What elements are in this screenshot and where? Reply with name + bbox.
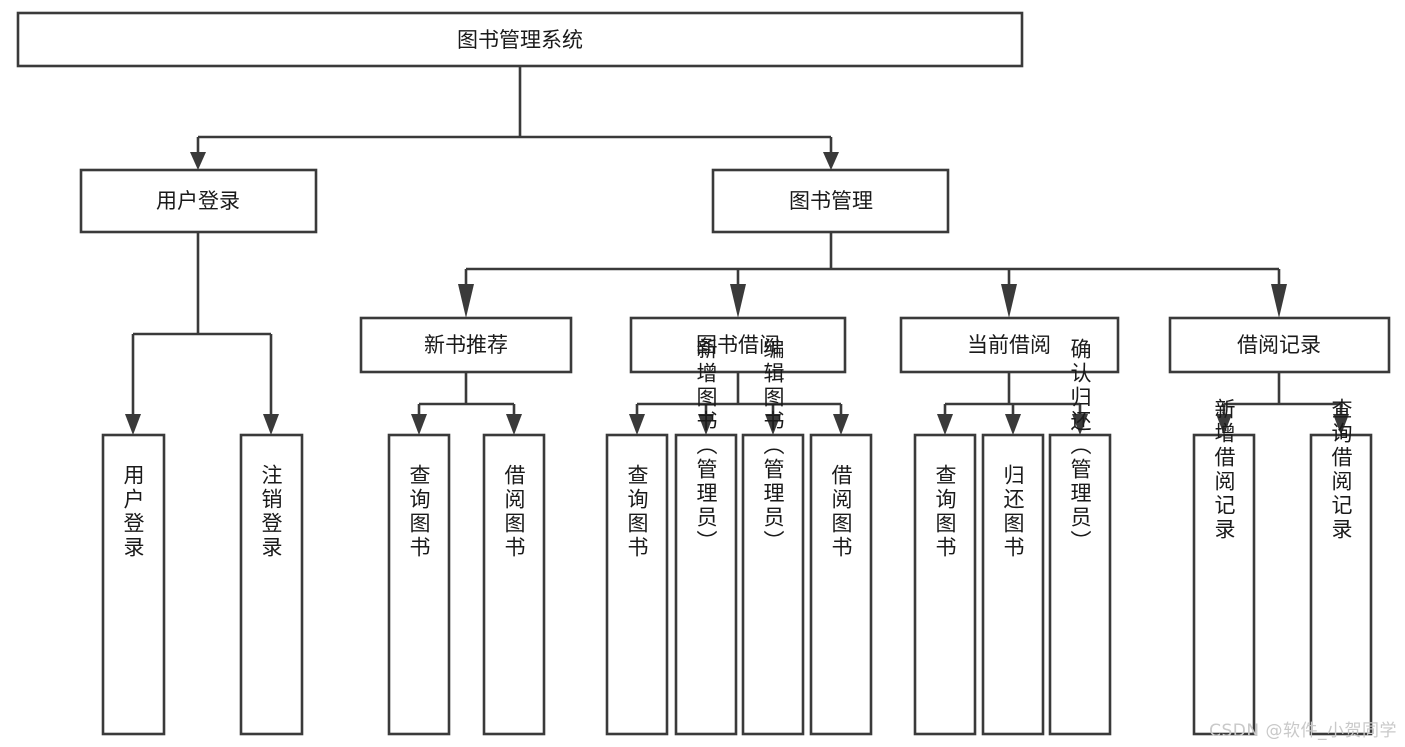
leaf-query-book-1[interactable]: 查询图书 [387, 433, 451, 736]
leaf-return-book-box[interactable] [981, 433, 1045, 736]
arrow-to-book-manage [823, 152, 839, 170]
arrow-to-book-borrow [730, 284, 746, 318]
arrow-to-leaf-confirm-return [1072, 414, 1088, 435]
csdn-watermark: CSDN @软件_小贺同学 [1209, 721, 1397, 741]
leaf-query-record[interactable]: 查询借阅记录 [1309, 398, 1373, 736]
leaf-confirm-return[interactable]: 确认归还（管理员） [1048, 338, 1112, 736]
arrow-to-borrow-record [1271, 284, 1287, 318]
node-root[interactable]: 图书管理系统 [16, 11, 1024, 68]
leaf-query-book-1-box[interactable] [387, 433, 451, 736]
leaf-logout-box[interactable] [239, 433, 304, 736]
leaf-confirm-return-box[interactable] [1048, 433, 1112, 736]
node-user-login-label: 用户登录 [156, 189, 240, 213]
node-new-book-recommend[interactable]: 新书推荐 [359, 316, 573, 374]
leaf-edit-book-box[interactable] [741, 433, 805, 736]
node-user-login-box[interactable] [79, 168, 318, 234]
leaf-return-book-label: 归还图书 [1001, 464, 1025, 560]
node-borrow-record-box[interactable] [1168, 316, 1391, 374]
leaf-add-record-box[interactable] [1192, 433, 1256, 736]
node-book-manage[interactable]: 图书管理 [711, 168, 950, 234]
leaf-query-book-3-label: 查询图书 [933, 464, 957, 560]
arrow-to-leaf-borrow-book-1 [506, 414, 522, 435]
leaf-query-book-1-label: 查询图书 [407, 464, 431, 560]
node-current-borrow[interactable]: 当前借阅 [899, 316, 1120, 374]
leaf-edit-book[interactable]: 编辑图书（管理员） [741, 338, 805, 736]
arrow-to-leaf-user-login [125, 414, 141, 435]
node-book-manage-box[interactable] [711, 168, 950, 234]
leaf-query-book-3-box[interactable] [913, 433, 977, 736]
leaf-user-login-label: 用户登录 [121, 464, 145, 560]
leaf-borrow-book-2[interactable]: 借阅图书 [809, 433, 873, 736]
arrow-to-leaf-logout [263, 414, 279, 435]
arrow-to-leaf-add-book [698, 414, 714, 435]
arrow-to-user-login [190, 152, 206, 170]
node-current-borrow-label: 当前借阅 [967, 333, 1051, 357]
leaf-borrow-book-2-box[interactable] [809, 433, 873, 736]
leaf-add-book-label: 新增图书（管理员） [694, 338, 718, 554]
node-book-manage-label: 图书管理 [789, 189, 873, 213]
leaf-query-book-2[interactable]: 查询图书 [605, 433, 669, 736]
node-user-login[interactable]: 用户登录 [79, 168, 318, 234]
arrow-to-leaf-edit-book [765, 414, 781, 435]
connector-layer [125, 66, 1349, 435]
arrow-to-leaf-query-book-1 [411, 414, 427, 435]
arrow-to-leaf-query-book-3 [937, 414, 953, 435]
node-book-borrow-box[interactable] [629, 316, 847, 374]
leaf-query-record-label: 查询借阅记录 [1329, 398, 1353, 542]
node-book-borrow-label: 图书借阅 [696, 333, 780, 357]
leaf-query-book-2-box[interactable] [605, 433, 669, 736]
leaf-add-record[interactable]: 新增借阅记录 [1192, 398, 1256, 736]
node-root-label: 图书管理系统 [457, 28, 583, 52]
arrow-to-leaf-query-book-2 [629, 414, 645, 435]
leaf-user-login[interactable]: 用户登录 [101, 433, 166, 736]
leaf-borrow-book-1-box[interactable] [482, 433, 546, 736]
leaf-logout[interactable]: 注销登录 [239, 433, 304, 736]
leaf-user-login-box[interactable] [101, 433, 166, 736]
leaf-query-record-box[interactable] [1309, 433, 1373, 736]
arrow-to-leaf-query-record [1333, 414, 1349, 435]
arrow-to-current-borrow [1001, 284, 1017, 318]
node-borrow-record-label: 借阅记录 [1237, 333, 1321, 357]
leaf-return-book[interactable]: 归还图书 [981, 433, 1045, 736]
leaf-add-book[interactable]: 新增图书（管理员） [674, 338, 738, 736]
leaf-query-book-2-label: 查询图书 [625, 464, 649, 560]
leaf-add-record-label: 新增借阅记录 [1212, 398, 1236, 542]
node-borrow-record[interactable]: 借阅记录 [1168, 316, 1391, 374]
node-new-book-recommend-box[interactable] [359, 316, 573, 374]
leaf-logout-label: 注销登录 [259, 464, 283, 560]
arrow-to-leaf-return-book [1005, 414, 1021, 435]
node-root-box[interactable] [16, 11, 1024, 68]
node-new-book-recommend-label: 新书推荐 [424, 333, 508, 357]
leaf-add-book-box[interactable] [674, 433, 738, 736]
leaf-edit-book-label: 编辑图书（管理员） [761, 338, 785, 554]
leaf-query-book-3[interactable]: 查询图书 [913, 433, 977, 736]
leaf-confirm-return-label: 确认归还（管理员） [1068, 338, 1092, 554]
leaf-borrow-book-2-label: 借阅图书 [829, 464, 853, 560]
arrow-to-leaf-add-record [1216, 414, 1232, 435]
leaf-borrow-book-1[interactable]: 借阅图书 [482, 433, 546, 736]
node-book-borrow[interactable]: 图书借阅 [629, 316, 847, 374]
arrow-to-leaf-borrow-book-2 [833, 414, 849, 435]
arrow-to-new-book-recommend [458, 284, 474, 318]
node-current-borrow-box[interactable] [899, 316, 1120, 374]
leaf-borrow-book-1-label: 借阅图书 [502, 464, 526, 560]
